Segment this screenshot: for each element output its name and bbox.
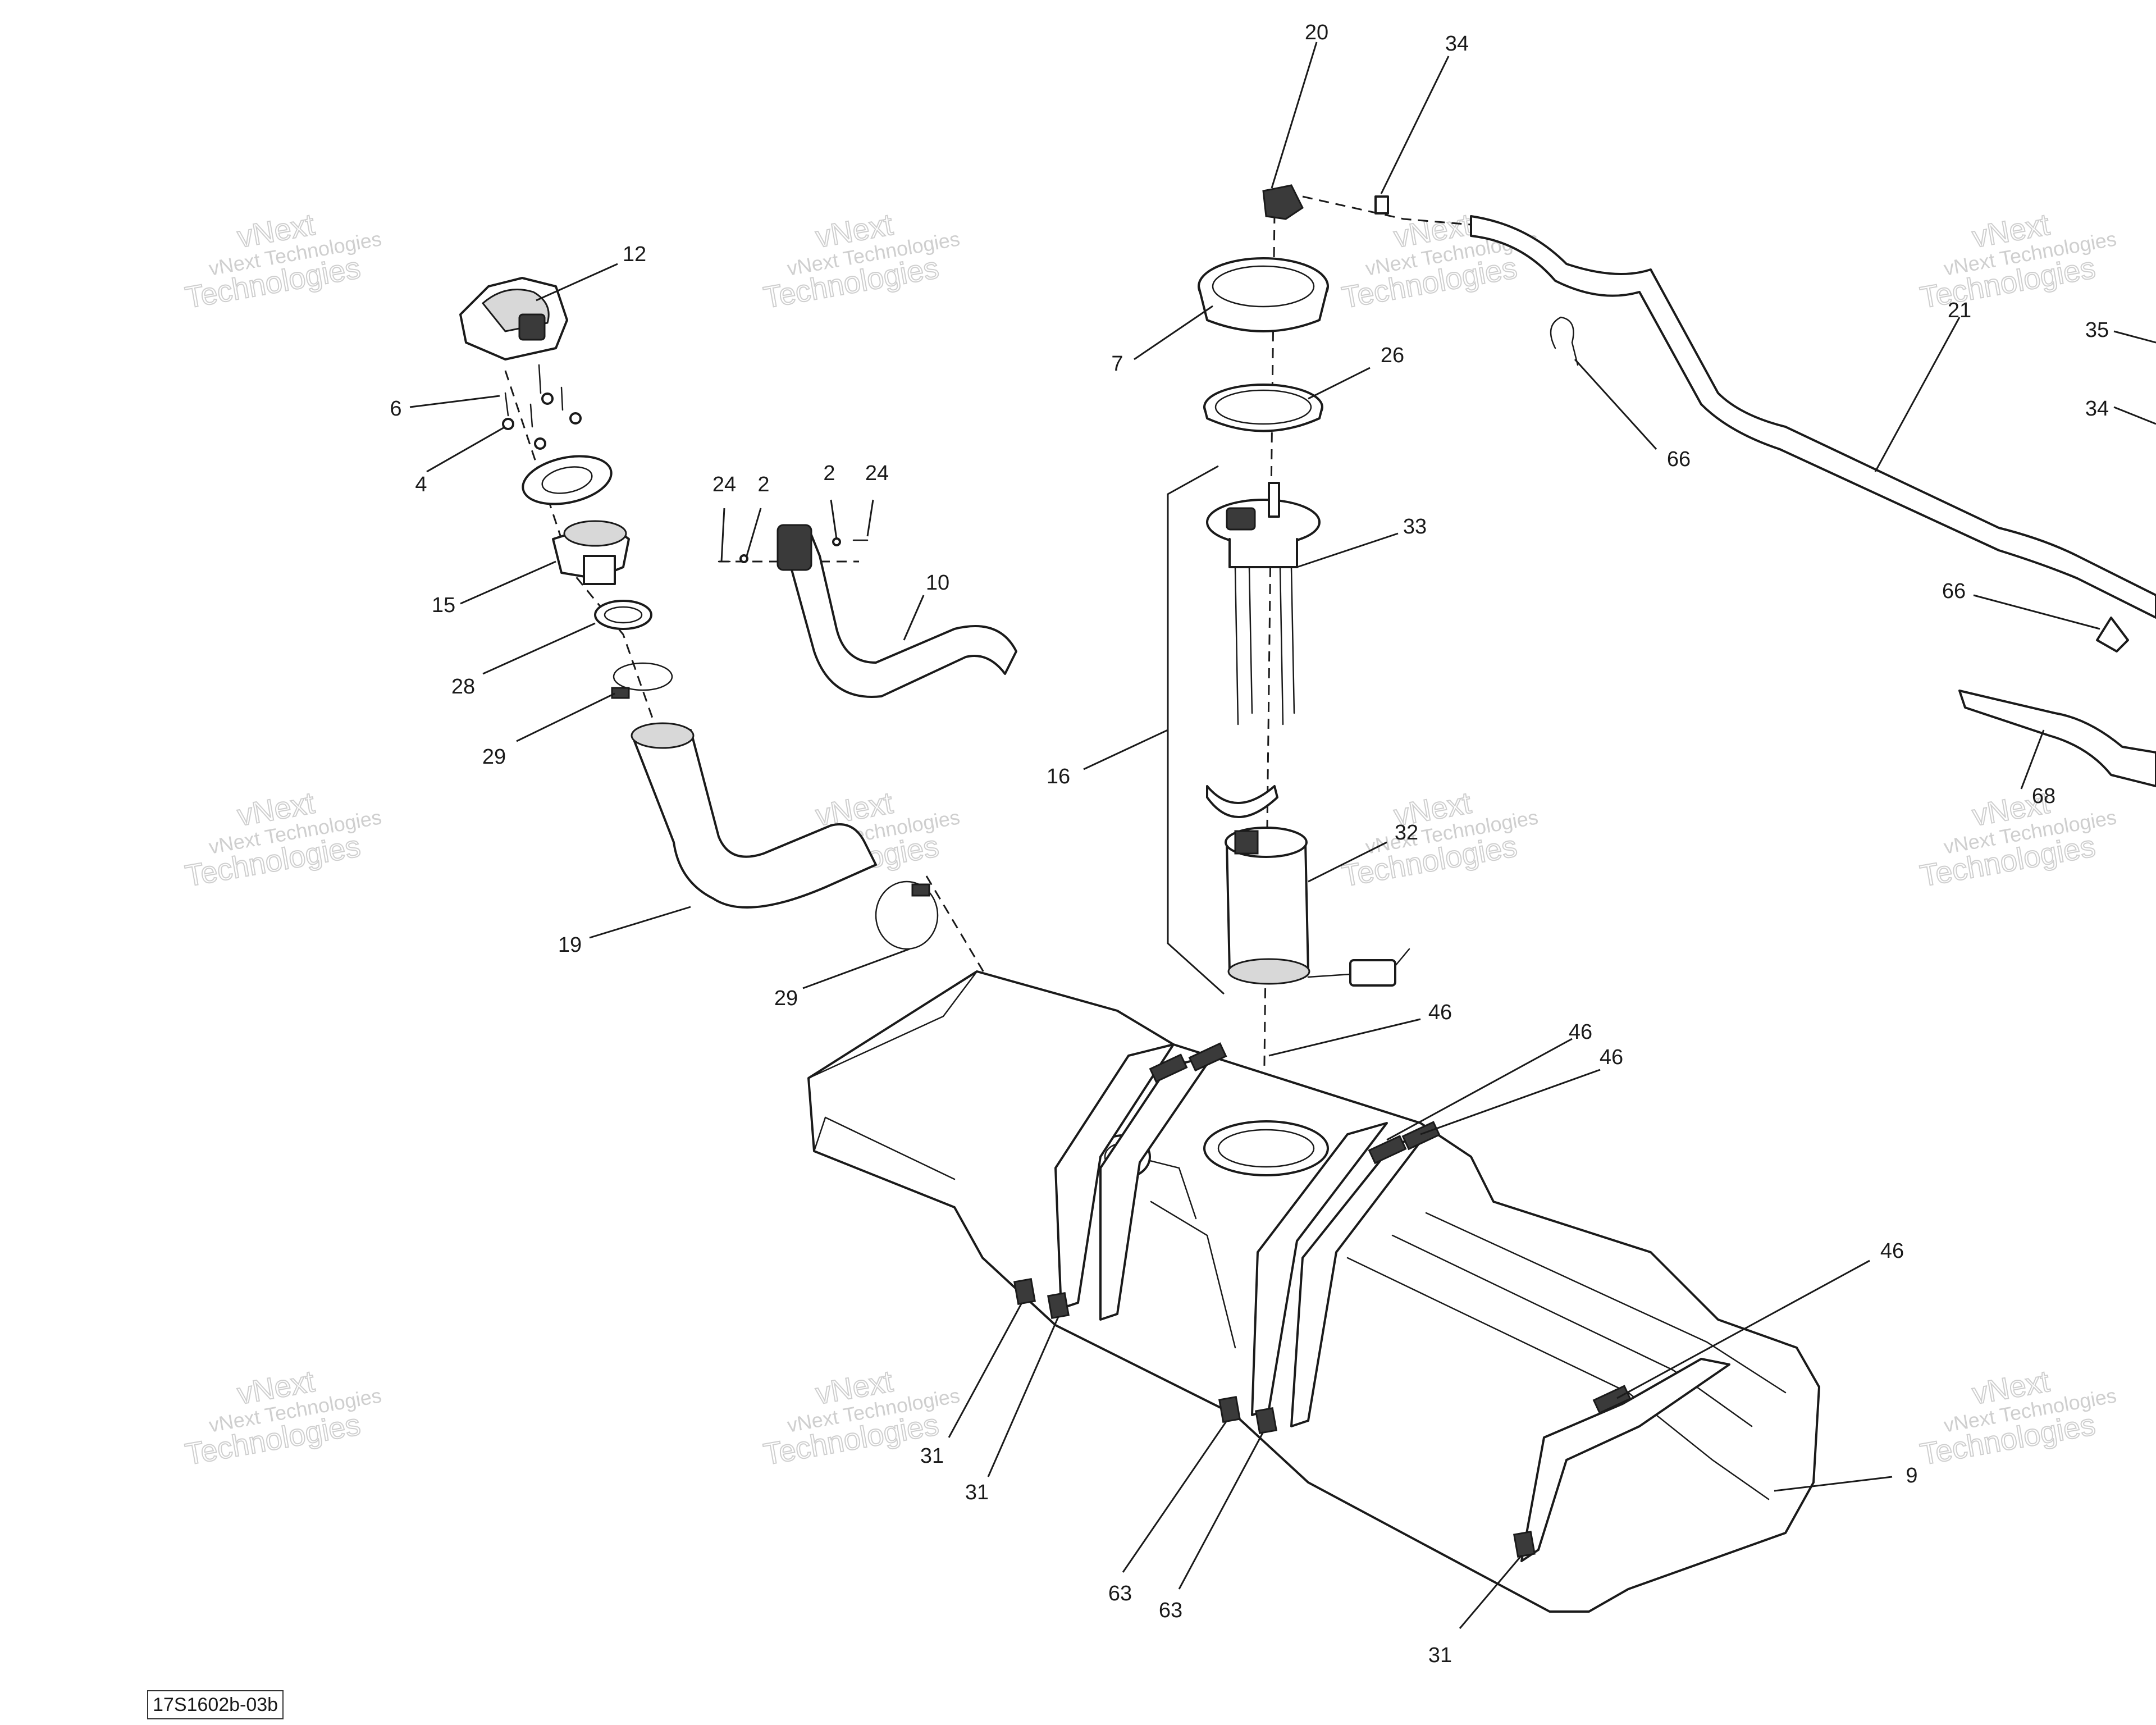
callout-26: 26 xyxy=(1381,344,1404,367)
watermark: vNext vNext Technologies Technologies xyxy=(1339,207,1540,316)
watermark: vNext vNext Technologies Technologies xyxy=(761,207,962,316)
watermark: vNext vNext Technologies Technologies xyxy=(1917,1364,2118,1472)
callout-66: 66 xyxy=(1667,448,1691,471)
filler-gasket-part xyxy=(522,455,613,505)
callout-12: 12 xyxy=(623,243,646,266)
callout-46: 46 xyxy=(1569,1020,1592,1044)
callout-19: 19 xyxy=(558,933,582,957)
callout-66: 66 xyxy=(1942,579,1966,603)
clamp-29-lower-part xyxy=(875,880,939,950)
callout-20: 20 xyxy=(1305,21,1328,44)
callout-6: 6 xyxy=(390,397,401,421)
watermark: vNext vNext Technologies Technologies xyxy=(1339,786,1540,894)
watermark: vNext vNext Technologies Technologies xyxy=(1917,207,2118,316)
callout-35: 35 xyxy=(2085,318,2109,342)
callout-63: 63 xyxy=(1108,1582,1132,1605)
callout-31: 31 xyxy=(1428,1644,1452,1667)
fuel-cap-part xyxy=(459,277,568,360)
tank-straps-part xyxy=(1013,1042,1730,1562)
clamp-66-upper-part xyxy=(1550,316,1579,366)
clamp-29-upper-part xyxy=(611,662,673,699)
callout-10: 10 xyxy=(926,571,949,595)
cap-screws-part xyxy=(502,364,582,450)
callout-46: 46 xyxy=(1880,1239,1904,1263)
watermark: vNext vNext Technologies Technologies xyxy=(1917,786,2118,894)
callout-2: 2 xyxy=(823,462,835,485)
bracket-16-line xyxy=(1167,465,1225,995)
callout-7: 7 xyxy=(1111,352,1123,376)
callout-29: 29 xyxy=(774,987,798,1010)
callout-2: 2 xyxy=(757,473,769,496)
diagram-reference-code: 17S1602b-03b xyxy=(147,1690,284,1719)
pump-flange-33-part xyxy=(1206,482,1321,725)
callout-labels: 20 34 12 7 26 21 35 34 6 4 66 24 2 2 24 … xyxy=(390,21,2109,1667)
hose-68-part xyxy=(1958,690,2156,787)
watermark: vNext vNext Technologies Technologies xyxy=(182,786,383,894)
o-ring-28-part xyxy=(594,600,652,630)
vent-hose-10-part xyxy=(776,524,1017,698)
filler-neck-part xyxy=(552,520,630,585)
callout-16: 16 xyxy=(1047,765,1070,788)
pump-module-32-part xyxy=(1206,785,1410,987)
leader-lines xyxy=(409,42,2156,1629)
lock-ring-7-part xyxy=(1198,257,1329,332)
callout-24: 24 xyxy=(865,462,889,485)
seal-26-part xyxy=(1203,384,1323,432)
callout-46: 46 xyxy=(1428,1001,1452,1024)
callout-4: 4 xyxy=(415,473,427,496)
clip-34-part xyxy=(1374,195,1389,215)
callout-29: 29 xyxy=(482,745,506,769)
callout-15: 15 xyxy=(432,594,455,617)
callout-32: 32 xyxy=(1395,821,1418,845)
callout-33: 33 xyxy=(1403,515,1427,539)
watermark: vNext vNext Technologies Technologies xyxy=(182,1364,383,1472)
callout-21: 21 xyxy=(1948,299,1971,322)
callout-24: 24 xyxy=(712,473,736,496)
callout-63: 63 xyxy=(1159,1599,1182,1622)
fuel-line-21-part xyxy=(1470,215,2156,619)
callout-28: 28 xyxy=(451,675,475,699)
callout-34: 34 xyxy=(2085,397,2109,421)
connector-20-part xyxy=(1262,184,1304,220)
filler-hose-19-part xyxy=(631,722,877,909)
callout-34: 34 xyxy=(1445,32,1469,56)
callout-9: 9 xyxy=(1906,1464,1917,1487)
callout-68: 68 xyxy=(2032,784,2055,808)
clamp-66-lower-part xyxy=(2096,617,2129,652)
watermark: vNext vNext Technologies Technologies xyxy=(182,207,383,316)
callout-46: 46 xyxy=(1600,1046,1623,1069)
callout-31: 31 xyxy=(965,1481,989,1504)
callout-31: 31 xyxy=(920,1444,944,1468)
